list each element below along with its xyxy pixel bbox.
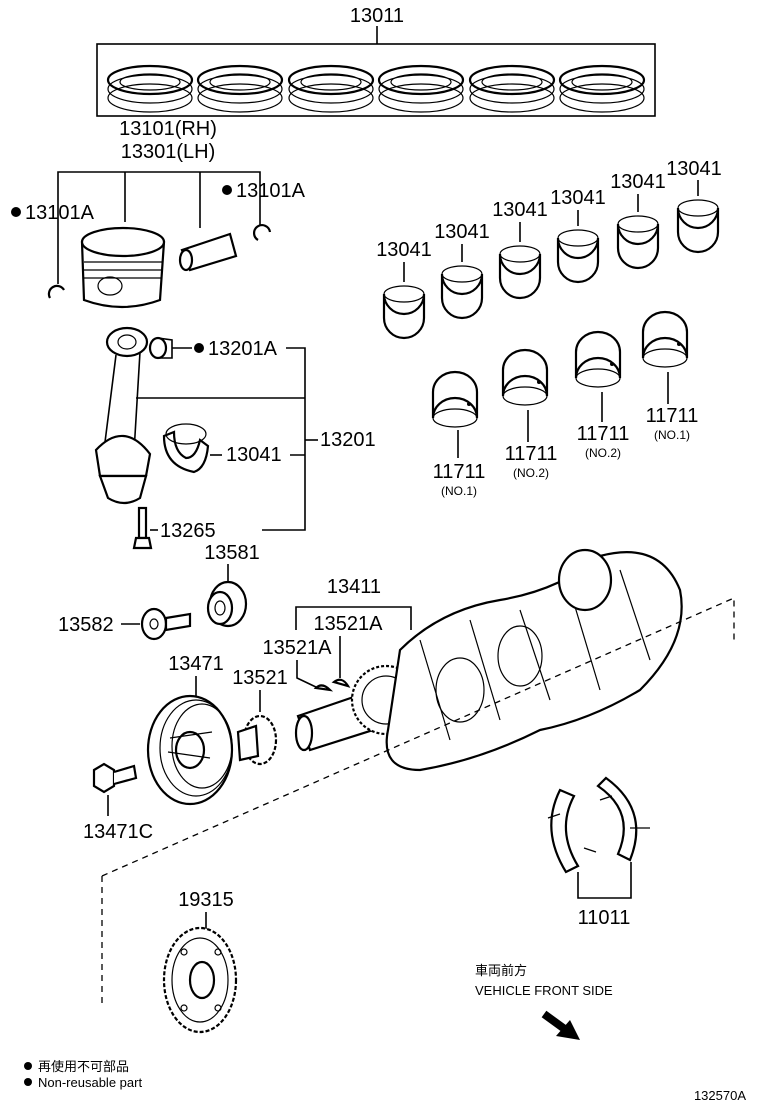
- label-11711-no2-b[interactable]: 11711: [577, 423, 630, 445]
- label-13471[interactable]: 13471: [168, 653, 224, 675]
- upper-bearings[interactable]: [382, 199, 720, 340]
- ring-set-group[interactable]: [96, 26, 656, 117]
- label-13411[interactable]: 13411: [327, 576, 381, 598]
- pilot-bearing[interactable]: [206, 580, 248, 628]
- label-13521a-upper[interactable]: 13521A: [314, 613, 384, 635]
- label-13011[interactable]: 13011: [350, 5, 404, 27]
- non-reusable-dot-icon: [222, 185, 232, 195]
- pulley-bolt[interactable]: [92, 762, 138, 794]
- label-13201[interactable]: 13201: [320, 429, 376, 451]
- non-reusable-dot-icon: [24, 1078, 32, 1086]
- snap-ring-left[interactable]: [47, 284, 65, 299]
- figure-id: 132570A: [694, 1088, 746, 1103]
- label-13265[interactable]: 13265: [160, 520, 216, 542]
- label-13471c[interactable]: 13471C: [83, 821, 153, 843]
- label-13041-2[interactable]: 13041: [434, 221, 490, 243]
- label-11711-no2-sub: (NO.2): [513, 466, 549, 480]
- label-13101a-right[interactable]: 13101A: [236, 180, 306, 202]
- crankshaft[interactable]: [294, 548, 683, 772]
- label-13041-rod[interactable]: 13041: [226, 444, 282, 466]
- label-13521[interactable]: 13521: [232, 667, 288, 689]
- non-reusable-dot-icon: [194, 343, 204, 353]
- rod-bolt[interactable]: [132, 506, 153, 550]
- label-13101-rh[interactable]: 13101(RH): [119, 118, 217, 140]
- non-reusable-dot-icon: [11, 207, 21, 217]
- label-13041-6[interactable]: 13041: [666, 158, 722, 180]
- label-13201a[interactable]: 13201A: [208, 338, 278, 360]
- label-19315[interactable]: 19315: [178, 889, 234, 911]
- washer-bolt[interactable]: [140, 607, 192, 641]
- main-bearings[interactable]: [431, 310, 689, 428]
- con-rod-bracket: [136, 347, 306, 531]
- label-11711-no2-b-sub: (NO.2): [585, 446, 621, 460]
- leader-13521a-lower: [296, 660, 319, 689]
- label-13301-lh[interactable]: 13301(LH): [121, 141, 216, 163]
- piston-leader-lines: [57, 171, 261, 284]
- main-bearing-leaders: [457, 372, 669, 458]
- label-13041-5[interactable]: 13041: [610, 171, 666, 193]
- label-13041-1[interactable]: 13041: [376, 239, 432, 261]
- upper-bearing-leaders: [403, 180, 699, 282]
- rod-bearing[interactable]: [162, 423, 210, 474]
- signal-plate[interactable]: [162, 926, 238, 1034]
- vehicle-front-jp: 車両前方: [475, 963, 527, 978]
- piston-rings: [106, 64, 646, 113]
- rod-bushing[interactable]: [148, 336, 173, 360]
- label-11711-no2[interactable]: 11711: [505, 443, 558, 465]
- crank-timing-gear[interactable]: [236, 714, 278, 766]
- label-13041-4[interactable]: 13041: [550, 187, 606, 209]
- label-11711-no1-a-sub: (NO.1): [441, 484, 477, 498]
- label-13521a-lower[interactable]: 13521A: [263, 637, 333, 659]
- label-11011[interactable]: 11011: [578, 907, 631, 929]
- label-11711-no1-b-sub: (NO.1): [654, 428, 690, 442]
- label-13101a-left[interactable]: 13101A: [25, 202, 95, 224]
- piston[interactable]: [80, 226, 166, 309]
- label-13582[interactable]: 13582: [58, 614, 114, 636]
- piston-pin[interactable]: [178, 232, 238, 272]
- label-13581[interactable]: 13581: [204, 542, 260, 564]
- woodruff-keys[interactable]: [313, 678, 351, 692]
- front-direction-arrow-icon: [541, 1010, 580, 1040]
- label-11711-no1-b[interactable]: 11711: [646, 405, 699, 427]
- assembly-dashed-frame: [101, 597, 735, 1004]
- ring-set-box: [96, 43, 656, 117]
- thrust-washers[interactable]: [547, 776, 650, 874]
- vehicle-front-en: VEHICLE FRONT SIDE: [475, 983, 613, 998]
- non-reusable-dot-icon: [24, 1062, 32, 1070]
- legend-jp: 再使用不可部品: [38, 1059, 129, 1074]
- connecting-rod[interactable]: [94, 326, 152, 505]
- label-11711-no1-a[interactable]: 11711: [433, 461, 486, 483]
- crank-pulley[interactable]: [146, 694, 234, 806]
- legend-en: Non-reusable part: [38, 1075, 142, 1090]
- label-13041-3[interactable]: 13041: [492, 199, 548, 221]
- snap-ring-right[interactable]: [253, 224, 272, 241]
- thrust-washer-bracket: [577, 862, 632, 899]
- crankshaft-bracket: [295, 606, 412, 630]
